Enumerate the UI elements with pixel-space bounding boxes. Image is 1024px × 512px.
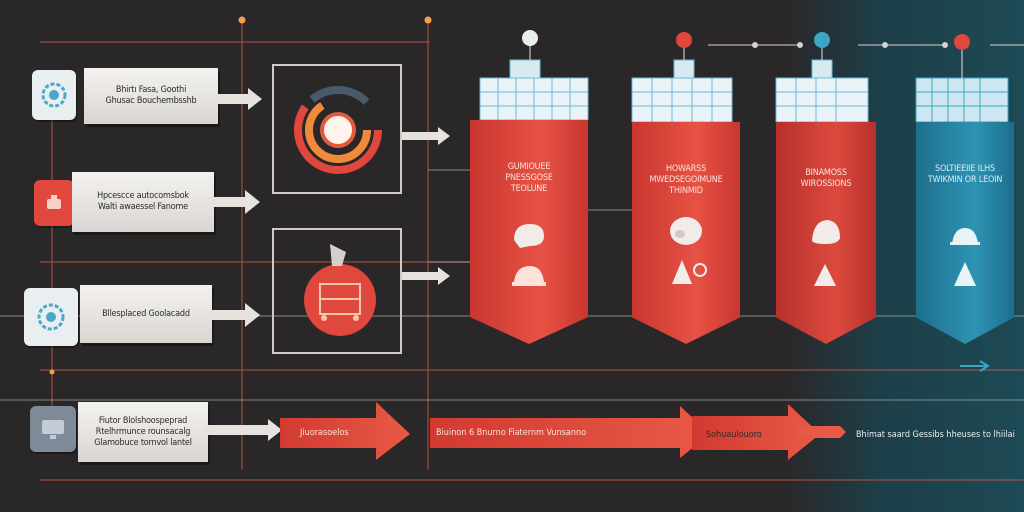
cone-icon <box>954 262 976 286</box>
cone-icon <box>672 260 707 284</box>
building-4 <box>915 34 1009 122</box>
monitor-icon <box>42 420 64 439</box>
column-title-3: BINAMOSS WIROSSIONS <box>800 168 852 189</box>
timeline-label-2: Biuinon 6 Bnurno Fiaternm Vunsanno <box>436 428 587 438</box>
input-icon-3 <box>24 288 78 346</box>
ring-chart-icon <box>294 86 382 174</box>
building-1 <box>479 30 589 120</box>
bell-icon <box>512 266 546 286</box>
input-label-2: Hpcescce autocomsbok Walti awaessel Fano… <box>97 191 189 212</box>
input-arrow-2 <box>212 190 260 214</box>
column-title-4: SOLTIEEIIE ILHS TWIKMIN OR LEOIN <box>927 164 1003 185</box>
processor-frame-1 <box>272 64 402 194</box>
gear-head-icon <box>37 303 65 331</box>
timeline-arrows <box>280 402 846 460</box>
disc-icon <box>670 217 702 245</box>
column-1: GUMIOUEE PNESSGOSE TEOLUNE <box>470 120 588 344</box>
input-label-4: Fiutor Blolshoospeprad Rtelhrmunce rouns… <box>94 415 192 448</box>
input-label-3: Bllesplaced Goolacadd <box>102 308 190 319</box>
gauge-icon <box>304 244 376 336</box>
input-card-2: Hpcescce autocomsbok Walti awaessel Fano… <box>72 172 214 232</box>
processor-arrow-1 <box>402 127 450 145</box>
timeline-label-4: Bhimat saard Gessibs hheuses to lhiilai <box>856 430 1015 440</box>
cloud-icon <box>814 32 830 48</box>
timeline-segment-1 <box>280 402 410 460</box>
cone-icon <box>814 264 836 286</box>
alert-icon <box>676 32 692 48</box>
column-title-2: HOWARSS MWEDSEGOIMUNE THINMID <box>649 164 723 196</box>
input-icon-4 <box>30 406 76 452</box>
input-card-3: Bllesplaced Goolacadd <box>80 285 212 343</box>
column-3: BINAMOSS WIROSSIONS <box>776 122 876 344</box>
dome-icon <box>950 228 980 245</box>
column-title-1: GUMIOUEE PNESSGOSE TEOLUNE <box>505 162 553 194</box>
timeline-label-3: Sohuaulouoro <box>706 430 762 440</box>
input-card-1: Bhirtı Fasa, Goothi Ghusac Bouchembsshb <box>84 68 218 124</box>
column-2: HOWARSS MWEDSEGOIMUNE THINMID <box>632 122 740 344</box>
building-3 <box>775 32 869 122</box>
gear-head-icon <box>41 82 67 108</box>
input-arrow-4 <box>206 419 282 441</box>
input-icon-2 <box>34 180 74 226</box>
building-2 <box>631 32 733 122</box>
alert-icon <box>954 34 970 50</box>
input-icon-1 <box>32 70 76 120</box>
clock-icon <box>522 30 538 46</box>
chat-bubble-icon <box>514 224 544 248</box>
input-label-1: Bhirtı Fasa, Goothi Ghusac Bouchembsshb <box>105 85 197 106</box>
timeline-segment-3 <box>692 404 820 460</box>
input-arrow-1 <box>218 88 262 110</box>
processor-frame-2 <box>272 228 402 354</box>
pebble-icon <box>812 220 840 244</box>
stack-icon <box>47 195 61 209</box>
timeline-label-1: Jiuorasoelos <box>300 428 349 438</box>
column-4: SOLTIEEIIE ILHS TWIKMIN OR LEOIN <box>916 122 1014 344</box>
processor-arrow-2 <box>402 267 450 285</box>
timeline-segment-2 <box>430 406 710 458</box>
input-card-4: Fiutor Blolshoospeprad Rtelhrmunce rouns… <box>78 402 208 462</box>
input-arrow-3 <box>210 303 260 327</box>
